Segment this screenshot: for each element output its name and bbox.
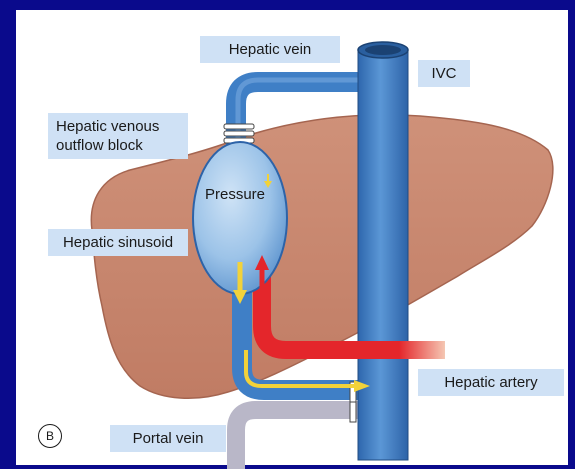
- ivc-label: IVC: [418, 60, 470, 87]
- outflow-block-line2: outflow block: [56, 137, 143, 154]
- outflow-block-icon: [224, 124, 254, 143]
- hepatic-artery-label: Hepatic artery: [418, 369, 564, 396]
- hepatic-vein-label: Hepatic vein: [200, 36, 340, 63]
- hepatic-sinusoid-label: Hepatic sinusoid: [48, 229, 188, 256]
- outflow-block-label: Hepatic venous outflow block: [48, 113, 188, 159]
- portal-vein-vessel: [236, 410, 360, 469]
- panel-letter-badge: B: [38, 424, 62, 448]
- ivc-vessel: [358, 42, 408, 460]
- portal-vein-label: Portal vein: [110, 425, 226, 452]
- pressure-label: Pressure: [205, 186, 265, 203]
- outflow-block-line1: Hepatic venous: [56, 118, 159, 135]
